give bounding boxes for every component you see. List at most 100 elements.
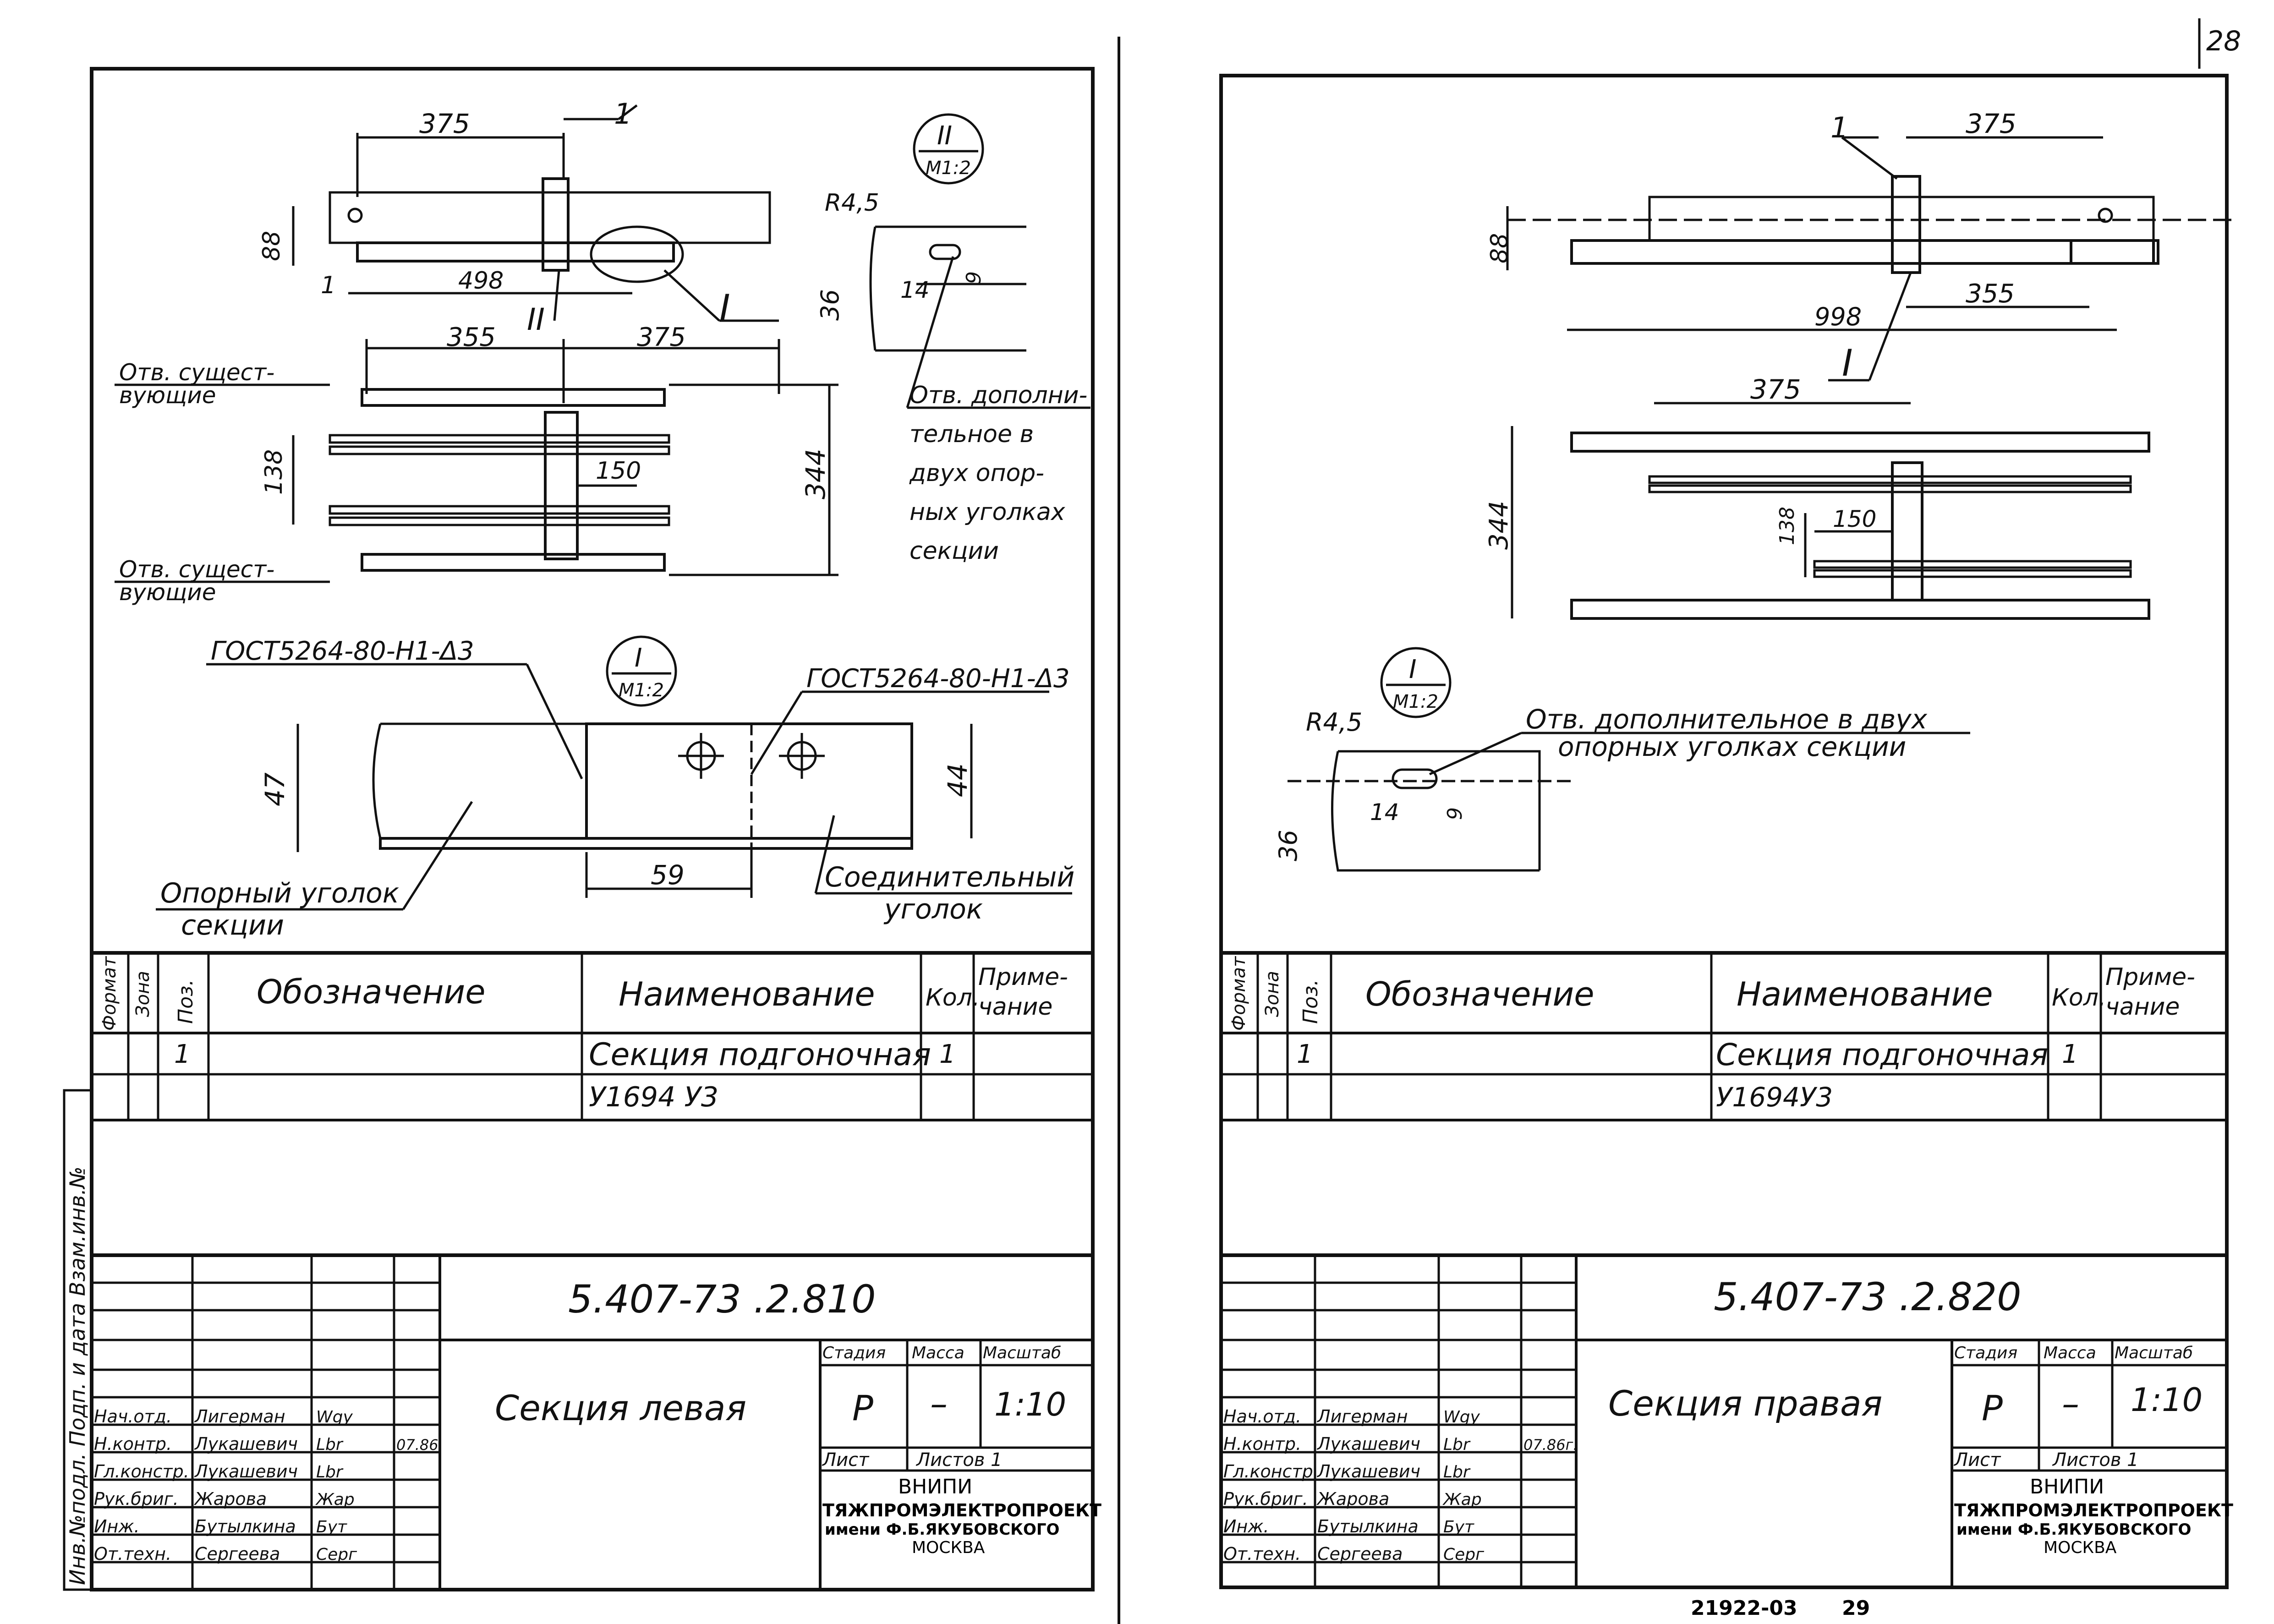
left-mass: – [930, 1383, 948, 1424]
right-staff-sign-3: Жар [1442, 1490, 1482, 1509]
right-detail-i: I M1:2 R4,5 14 9 36 Отв. дополнительное … [1274, 647, 1970, 872]
right-row-name-1: Секция подгоночная [1716, 1037, 2048, 1072]
right-scale: 1:10 [2131, 1381, 2203, 1419]
left-note-add-1: тельное в [910, 421, 1034, 448]
right-staff-role-4: Инж. [1223, 1516, 1269, 1537]
left-scale: 1:10 [994, 1386, 1066, 1423]
right-staff: Нач.отд. Лигерман Wgy Н.контр. Лукашевич… [1223, 1406, 1578, 1564]
left-org-1: ВНИПИ [898, 1475, 972, 1498]
left-weld-left: ГОСТ5264-80-Н1-Δ3 [211, 636, 474, 666]
left-title: Секция левая [495, 1388, 746, 1428]
left-det-44: 44 [942, 763, 973, 797]
left-side-stamp: Инв.№подл. Подп. и дата Взам.инв.№ [63, 1089, 93, 1591]
left-side-stamp-text: Инв.№подл. Подп. и дата Взам.инв.№ [65, 1166, 90, 1585]
left-staff-role-1: Н.контр. [94, 1434, 172, 1454]
right-dim-150: 150 [1833, 506, 1876, 532]
right-scale-label: Масштаб [2115, 1344, 2193, 1362]
right-staff-sign-5: Серг [1443, 1545, 1485, 1564]
left-staff: Нач.отд. Лигерман Wgy Н.контр. Лукашевич… [94, 1406, 438, 1564]
left-d2-r45: R4,5 [825, 189, 879, 217]
left-detail-ii-scale: M1:2 [926, 158, 971, 179]
left-h-note-1: Приме- [978, 963, 1068, 991]
right-staff-role-3: Рук.бриг. [1223, 1489, 1308, 1509]
left-staff-role-3: Рук.бриг. [94, 1489, 179, 1509]
left-side-view: 355 375 138 150 344 Отв. сущест- вующие … [115, 323, 838, 606]
right-stage: Р [1982, 1388, 2003, 1428]
right-org-2: ТЯЖПРОМЭЛЕКТРОПРОЕКТ [1954, 1500, 2233, 1520]
left-note-add-4: секции [910, 537, 999, 565]
left-h-designation: Обозначение [257, 973, 486, 1011]
left-sheet-label: Лист [822, 1449, 870, 1471]
left-h-qty: Кол. [926, 984, 980, 1012]
left-dim-355: 355 [447, 323, 496, 352]
right-staff-name-1: Лукашевич [1316, 1434, 1420, 1454]
left-h-zone: Зона [132, 971, 153, 1017]
left-note-existing-2b: вующие [119, 579, 216, 606]
right-mass: – [2062, 1383, 2079, 1424]
left-connecting-angle-2: уголок [883, 893, 983, 925]
left-dim-88: 88 [258, 231, 285, 261]
left-staff-sign-4: Бут [316, 1518, 347, 1537]
left-staff-role-0: Нач.отд. [94, 1406, 172, 1427]
right-dim-88: 88 [1486, 233, 1513, 263]
right-title-block: 5.407-73 .2.820 Секция правая Стадия Мас… [1221, 1253, 2233, 1587]
right-org-4: МОСКВА [2044, 1538, 2117, 1557]
right-note-add-1: Отв. дополнительное в двух [1526, 704, 1928, 735]
left-dim-375-top: 375 [419, 108, 470, 139]
left-staff-role-5: От.техн. [94, 1544, 171, 1564]
left-callout-roman2: II [527, 302, 545, 337]
left-detail-i-scale: M1:2 [619, 680, 664, 701]
left-h-name: Наименование [619, 975, 875, 1013]
left-note-additional: Отв. дополни- тельное в двух опор- ных у… [909, 382, 1087, 565]
left-note-existing-1b: вующие [119, 382, 216, 409]
left-d2-9: 9 [962, 271, 986, 284]
left-h-format: Формат [99, 956, 120, 1031]
left-staff-name-2: Лукашевич [194, 1461, 298, 1482]
right-h-name: Наименование [1737, 975, 1993, 1013]
left-staff-name-5: Сергеева [195, 1544, 280, 1564]
left-stage-label: Стадия [822, 1344, 886, 1362]
left-support-angle-1: Опорный уголок [160, 877, 399, 909]
left-scale-label: Масштаб [983, 1344, 1061, 1362]
right-sheet-label: Лист [1953, 1449, 2001, 1471]
right-staff-role-2: Гл.констр. [1223, 1461, 1319, 1482]
right-frame [1219, 74, 2229, 1589]
right-callout-roman1: I [1842, 342, 1853, 384]
left-staff-name-4: Бутылкина [195, 1516, 296, 1537]
left-d2-14: 14 [900, 277, 930, 303]
right-dim-344: 344 [1484, 501, 1514, 550]
left-staff-name-1: Лукашевич [194, 1434, 298, 1454]
left-stage: Р [852, 1388, 873, 1428]
right-top-view: 375 88 998 355 1 I [1486, 108, 2236, 384]
right-det-36: 36 [1274, 830, 1303, 861]
left-callout-pos1: 1 [614, 97, 632, 131]
left-dim-375-mid: 375 [637, 323, 686, 352]
right-note-add-2: опорных уголках секции [1558, 731, 1906, 762]
right-spec-table: Формат Зона Поз. Обозначение Наименовани… [1221, 951, 2227, 1121]
right-sheet: 375 88 998 355 1 I 375 344 138 150 [1219, 74, 2236, 1620]
right-row-pos: 1 [1297, 1039, 1313, 1069]
left-row-name-1: Секция подгоночная [589, 1037, 931, 1073]
right-h-designation: Обозначение [1365, 975, 1595, 1013]
left-callout-small-1: 1 [321, 272, 336, 299]
left-dim-498: 498 [458, 267, 504, 295]
left-mass-label: Масса [912, 1344, 964, 1362]
left-dim-150: 150 [596, 457, 641, 485]
left-top-view: 375 88 498 1 1 II I [258, 97, 779, 337]
left-frame [90, 67, 1095, 1591]
left-staff-date-1: 07.86 [396, 1436, 438, 1454]
left-note-add-2: двух опор- [909, 459, 1044, 487]
left-org-4: МОСКВА [912, 1538, 985, 1557]
left-staff-sign-3: Жар [315, 1490, 355, 1509]
left-row-name-2: У1694 У3 [589, 1081, 718, 1113]
left-staff-sign-2: Lbr [316, 1463, 344, 1482]
right-staff-role-1: Н.контр. [1223, 1434, 1301, 1454]
left-staff-sign-5: Серг [316, 1545, 357, 1564]
right-org-3: имени Ф.Б.ЯКУБОВСКОГО [1956, 1520, 2191, 1539]
left-dim-344: 344 [800, 448, 831, 499]
right-staff-name-0: Лигерман [1316, 1406, 1408, 1427]
right-h-zone: Зона [1262, 971, 1283, 1017]
right-dim-375-top: 375 [1966, 108, 2016, 139]
right-dim-998: 998 [1814, 302, 1862, 331]
left-row-pos: 1 [174, 1039, 191, 1069]
